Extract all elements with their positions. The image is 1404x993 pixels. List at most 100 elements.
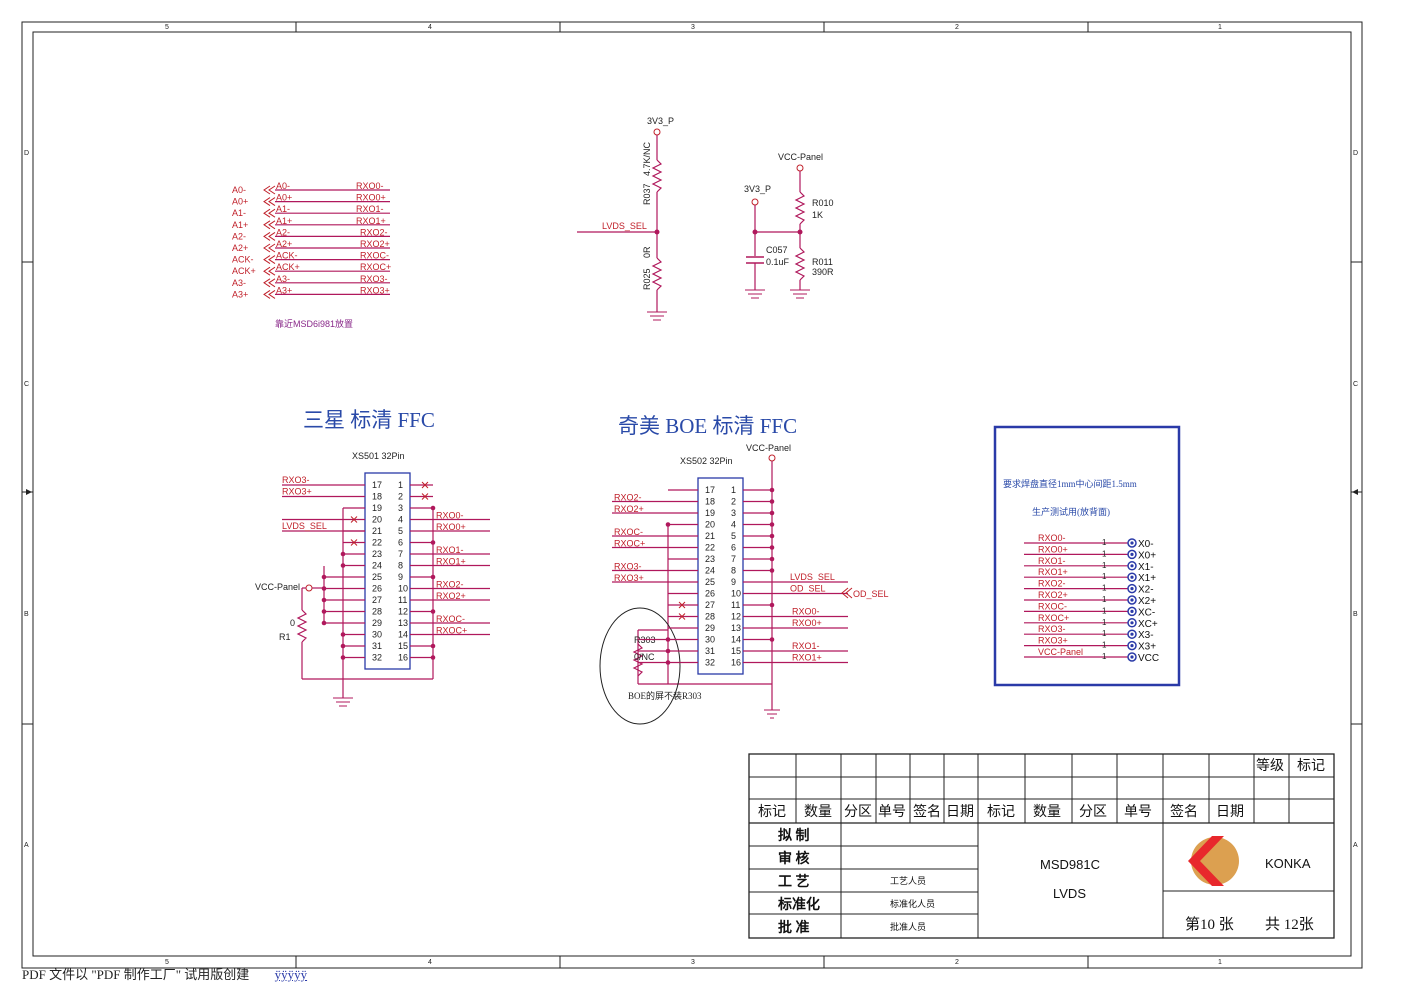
net-label: RXOC+	[614, 539, 645, 549]
pin-number: 21	[372, 526, 382, 536]
junction-dot	[769, 637, 775, 642]
net-label: A3-	[276, 274, 290, 284]
net-label: A1+	[232, 220, 248, 230]
pin-number: 2	[731, 497, 736, 507]
net-label: RXO3-	[1038, 624, 1066, 634]
net-label: RXO0+	[356, 193, 386, 203]
pin-number: 12	[731, 612, 741, 622]
pin-number: 1	[1102, 606, 1107, 615]
pad-label: XC-	[1138, 607, 1155, 618]
test-pad-center	[1130, 564, 1134, 568]
pin-number: 1	[1102, 652, 1107, 661]
junction-dot	[769, 522, 775, 527]
pad-label: X2-	[1138, 585, 1154, 596]
vcc-divider: VCC-Panel R010 1K R011 390R 3V3_P C057 0…	[744, 152, 834, 299]
company-name: KONKA	[1265, 856, 1311, 871]
junction-dot	[665, 522, 671, 527]
pin-number: 31	[372, 641, 382, 651]
revision-header-cell: 分区	[1079, 804, 1107, 820]
pad-label: X1+	[1138, 573, 1156, 584]
supply-label: 3V3_P	[647, 116, 674, 126]
net-label: RXO0-	[436, 511, 464, 521]
junction-dot	[340, 632, 346, 637]
port-arrow-icon	[268, 255, 276, 265]
xs502-right-wires	[743, 487, 848, 664]
pad-label: X2+	[1138, 596, 1156, 607]
approval-person: 批准人员	[890, 921, 926, 932]
xs501-label: XS501 32Pin	[352, 451, 405, 461]
pin-number: 28	[372, 607, 382, 617]
r1-ref: R1	[279, 632, 291, 642]
col-label: 5	[165, 24, 169, 31]
port-arrow-icon	[263, 220, 271, 230]
port-arrow-icon	[268, 289, 276, 299]
net-label: A3+	[276, 285, 292, 295]
junction-dot	[430, 643, 436, 649]
pin-number: 13	[398, 618, 408, 628]
junction-dot	[340, 655, 346, 660]
col-label: 2	[955, 959, 959, 966]
xs501-connector	[364, 472, 411, 670]
row-label: B	[24, 611, 29, 618]
pin-number: 1	[1102, 595, 1107, 604]
inner-net-labels: A0-A0+A1-A1+A2-A2+ACK-ACK+A3-A3+	[276, 181, 300, 295]
junction-dot	[665, 637, 671, 642]
ground-symbol	[647, 311, 667, 321]
junction-dot	[769, 510, 775, 516]
pin-number: 26	[372, 584, 382, 594]
project-name: MSD981C	[1040, 857, 1100, 872]
pin-number: 7	[731, 554, 736, 564]
test-pad-center	[1130, 587, 1134, 591]
port-arrow-icon	[263, 278, 271, 288]
port-arrow-icon	[263, 231, 271, 241]
pin-number: 13	[731, 623, 741, 633]
net-label: RXO0+	[792, 618, 822, 628]
pin-number: 15	[731, 646, 741, 656]
pin-number: 5	[398, 526, 403, 536]
sheet-title: LVDS	[1053, 886, 1086, 901]
od-sel-port: OD_SEL	[841, 587, 889, 599]
pin-number: 1	[1102, 618, 1107, 627]
net-label: RXO1-	[356, 204, 384, 214]
revision-header-cell: 日期	[1216, 804, 1244, 820]
net-label: RXOC+	[436, 626, 467, 636]
port-arrow-icon	[268, 197, 276, 207]
test-pad-center	[1130, 552, 1134, 557]
net-label: ACK+	[232, 266, 256, 276]
pin-number: 25	[372, 572, 382, 582]
junction-dot	[769, 545, 775, 550]
port-arrow-icon	[263, 255, 271, 265]
lvds-sel-net: LVDS_SEL	[602, 221, 647, 231]
net-label: A0+	[232, 197, 248, 207]
net-label: ACK-	[276, 251, 298, 261]
vcc-panel-label: VCC-Panel	[746, 443, 791, 453]
xs501-left-nets: RXO3-RXO3+LVDS_SEL	[282, 475, 327, 531]
approval-role: 标准化	[777, 896, 820, 913]
junction-dot	[340, 551, 346, 557]
samsung-title: 三星 标清 FFC	[303, 408, 435, 432]
xs501-right-wires	[410, 481, 490, 660]
net-label: RXO2-	[436, 580, 464, 590]
net-label: RXO1-	[436, 545, 464, 555]
col-label: 5	[165, 959, 169, 966]
junction-dot	[321, 597, 327, 603]
revision-header-cell: 单号	[878, 804, 906, 820]
pin-number: 18	[372, 492, 382, 502]
pin-number: 30	[705, 635, 715, 645]
pin-number: 14	[731, 635, 741, 645]
pin-number: 24	[372, 561, 382, 571]
junction-dot	[430, 540, 436, 545]
vcc-panel-label: VCC-Panel	[255, 582, 300, 592]
net-label: RXOC+	[360, 262, 391, 272]
sheet-total: 共 12张	[1265, 916, 1314, 933]
pin-number: 1	[1102, 549, 1107, 558]
pin-number: 16	[731, 658, 741, 668]
footer-link[interactable]: ÿÿÿÿÿ	[274, 967, 308, 982]
net-label: RXO1+	[1038, 567, 1068, 577]
approval-role: 审 核	[778, 850, 810, 867]
port-arrow-icon	[268, 266, 276, 276]
revision-header-cell: 日期	[946, 804, 974, 820]
junction-dot	[430, 505, 436, 511]
